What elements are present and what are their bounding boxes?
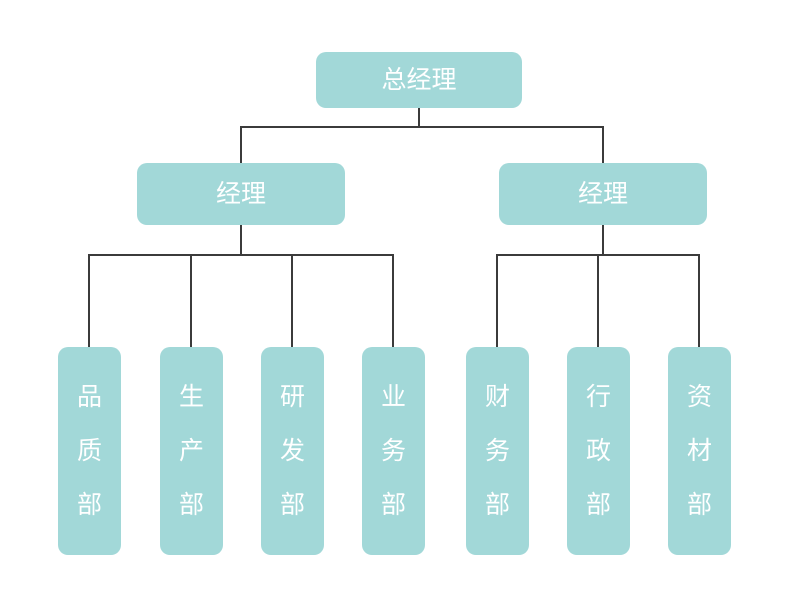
org-node-dept-quality[interactable]: 品质部 (58, 347, 121, 555)
org-node-dept-finance[interactable]: 财务部 (466, 347, 529, 555)
node-label: 生产部 (178, 383, 204, 519)
connector-left-group-stem (240, 225, 242, 256)
connector-dept-drop (597, 254, 599, 347)
node-label: 研发部 (279, 383, 305, 519)
org-node-dept-rnd[interactable]: 研发部 (261, 347, 324, 555)
connector-right-group-stem (602, 225, 604, 256)
connector-dept-drop (88, 254, 90, 347)
node-label: 品质部 (76, 383, 102, 519)
org-node-manager-right[interactable]: 经理 (499, 163, 707, 225)
node-label: 业务部 (380, 383, 406, 519)
connector-dept-drop (291, 254, 293, 347)
node-label: 总经理 (381, 65, 457, 94)
connector-top-horizontal (240, 126, 604, 128)
connector-left-horizontal (88, 254, 394, 256)
org-node-dept-admin[interactable]: 行政部 (567, 347, 630, 555)
connector-dept-drop (496, 254, 498, 347)
org-node-manager-left[interactable]: 经理 (137, 163, 345, 225)
node-label: 经理 (215, 179, 266, 208)
org-node-dept-production[interactable]: 生产部 (160, 347, 223, 555)
connector-dept-drop (698, 254, 700, 347)
node-label: 资材部 (686, 383, 712, 519)
org-node-dept-business[interactable]: 业务部 (362, 347, 425, 555)
org-node-dept-materials[interactable]: 资材部 (668, 347, 731, 555)
node-label: 财务部 (484, 383, 510, 519)
connector-dept-drop (190, 254, 192, 347)
connector-manager-left-drop (240, 126, 242, 163)
connector-manager-right-drop (602, 126, 604, 163)
connector-root-drop (418, 108, 420, 128)
node-label: 经理 (577, 179, 628, 208)
node-label: 行政部 (585, 383, 611, 519)
org-node-general-manager[interactable]: 总经理 (316, 52, 522, 108)
connector-dept-drop (392, 254, 394, 347)
